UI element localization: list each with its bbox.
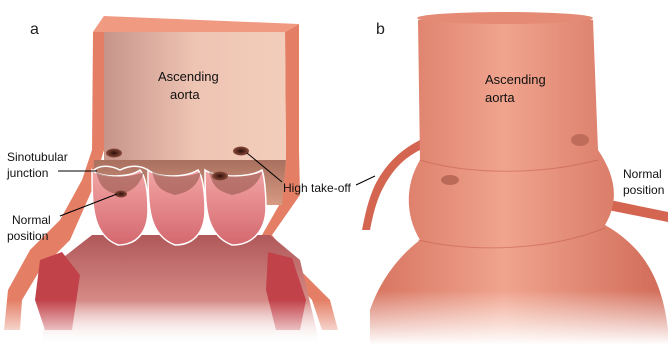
ostium-high-right — [233, 147, 249, 156]
leader-high-takeoff-b — [356, 176, 375, 185]
ostium-normal-right — [212, 172, 228, 181]
ascending-aorta-label-a: Ascending — [158, 69, 219, 84]
aortic-valve-cusps — [92, 170, 266, 245]
sinotubular-junction-label-line2: junction — [6, 166, 48, 180]
ostium-high-left — [106, 149, 122, 158]
normal-position-label-a-line2: position — [7, 229, 48, 243]
ostium-b-left — [441, 175, 459, 185]
sinotubular-junction-label: Sinotubular — [7, 150, 68, 164]
normal-position-label-b: Normal — [623, 167, 662, 181]
ascending-aorta-label-b: Ascending — [485, 72, 546, 87]
ostium-b-right — [571, 134, 589, 146]
panel-a: a Ascending aorta Sinotubular junction N… — [0, 16, 351, 345]
normal-position-label-b-line2: position — [623, 183, 664, 197]
panel-letter-a: a — [30, 21, 39, 38]
ascending-aorta-label-b-line2: aorta — [485, 90, 515, 105]
normal-position-label-a: Normal — [12, 213, 51, 227]
panel-letter-b: b — [376, 21, 385, 38]
high-takeoff-label: High take-off — [283, 181, 351, 195]
ascending-aorta-label-a-line2: aorta — [170, 87, 200, 102]
aortic-rim — [93, 16, 299, 32]
panel-b: b Ascending aorta Normal position — [356, 12, 668, 345]
